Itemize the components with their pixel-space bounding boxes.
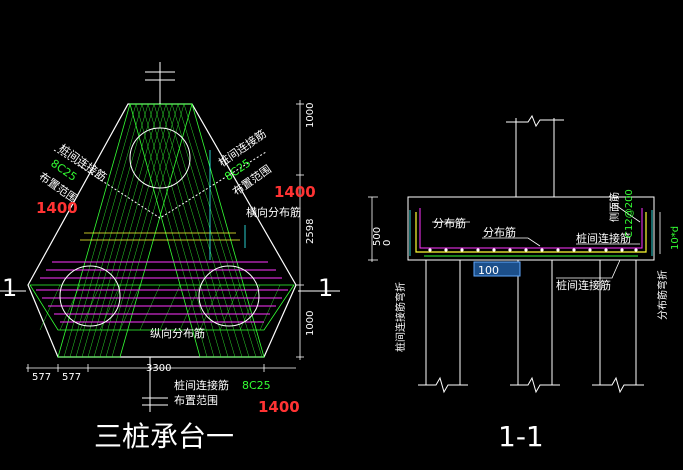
label-connect-section-bottom: 桩间连接筋 xyxy=(556,278,611,292)
label-dist-1: 分布筋 xyxy=(433,216,466,230)
right-dimension xyxy=(296,100,304,360)
section-rebar xyxy=(409,208,653,257)
label-side-rebar: 侧面筋 xyxy=(608,192,621,222)
section-title: 1-1 xyxy=(498,420,544,453)
section-dim-left xyxy=(368,196,378,262)
yellow-rebar xyxy=(80,232,240,241)
section-1-1 xyxy=(368,114,661,394)
label-pile-bend: 桩间连接筋弯折 xyxy=(394,282,407,352)
label-layout-bottom: 布置范围 xyxy=(174,393,218,407)
value-left: 1400 xyxy=(36,199,78,217)
label-connect-bottom-spec: 8C25 xyxy=(242,379,271,392)
cover-value: 100 xyxy=(478,264,499,277)
magenta-rebar xyxy=(36,261,288,323)
cover-dim-box xyxy=(473,261,521,277)
label-connect-bottom: 桩间连接筋 xyxy=(174,378,229,392)
leaders xyxy=(432,203,641,279)
section-mark-left: 1 xyxy=(2,274,17,302)
connect-rebar-band-right xyxy=(129,103,265,358)
label-dist-bend: 分布筋弯折 xyxy=(656,270,669,320)
pile-top xyxy=(129,127,191,189)
bottom-dimension xyxy=(26,364,296,372)
label-longitudinal: 纵向分布筋 xyxy=(150,326,205,340)
section-view-text: 分布筋 分布筋 桩间连接筋 桩间连接筋 侧面筋 C12@200 10*d 分布筋… xyxy=(372,189,681,453)
dim-top-right: 1000 xyxy=(305,103,316,128)
label-transverse: 横向分布筋 xyxy=(246,205,301,219)
pile-cap-plan xyxy=(0,62,340,412)
label-side-rebar-spec: C12@200 xyxy=(624,189,635,238)
label-ten-d: 10*d xyxy=(670,226,681,250)
pile-right xyxy=(198,265,260,327)
dim-offset-b: 577 xyxy=(62,372,81,383)
dim-width-total: 3300 xyxy=(146,363,171,374)
connect-rebar-band-bottom xyxy=(29,284,295,331)
pile-left xyxy=(59,265,121,327)
dim-bot-right: 1000 xyxy=(305,311,316,336)
dim-mid-right: 2598 xyxy=(305,219,316,244)
plan-title: 三桩承台一 xyxy=(94,420,234,453)
label-connect-section: 桩间连接筋 xyxy=(576,231,631,245)
dim-500: 500 xyxy=(372,227,383,246)
section-mark-right: 1 xyxy=(318,274,333,302)
label-dist-2: 分布筋 xyxy=(483,225,516,239)
value-right: 1400 xyxy=(274,183,316,201)
piles-section xyxy=(418,260,644,394)
value-bottom: 1400 xyxy=(258,398,300,416)
range-boundary xyxy=(53,149,267,219)
dim-0: 0 xyxy=(382,240,393,246)
dim-offset-a: 577 xyxy=(32,372,51,383)
